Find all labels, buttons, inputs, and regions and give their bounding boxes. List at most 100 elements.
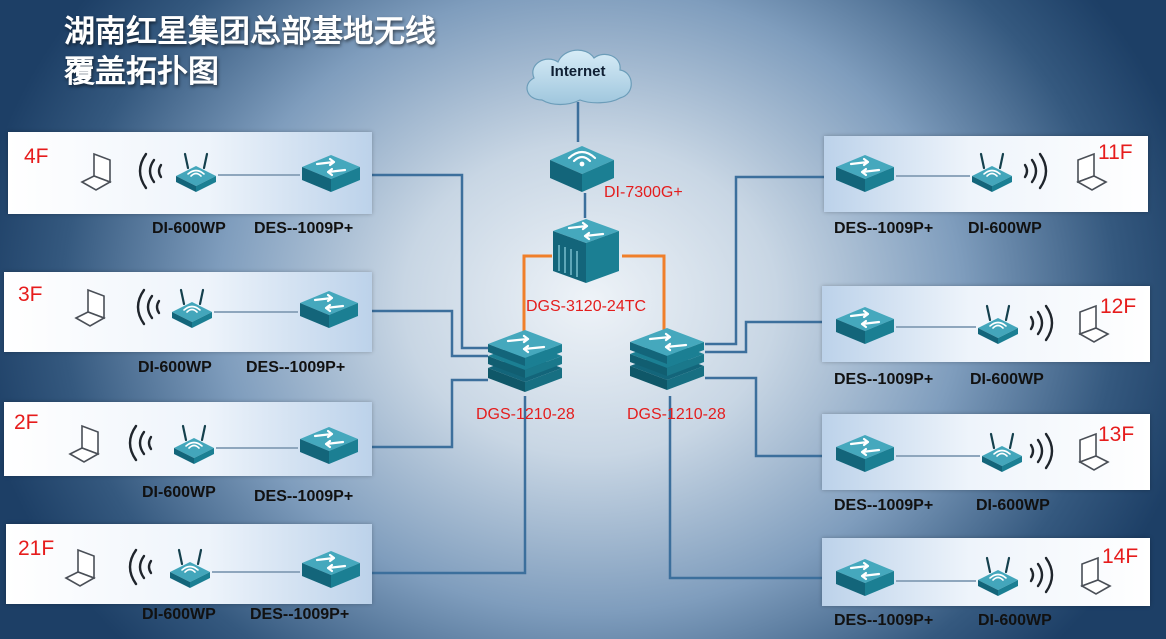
access-point-14f [976, 554, 1020, 598]
ap-switch-link-21f [212, 571, 300, 573]
laptop-icon [64, 548, 96, 587]
switch-11f [834, 152, 896, 194]
stacked-switch-icon [488, 330, 562, 392]
switch-4f [300, 152, 362, 194]
switch-icon [836, 559, 894, 596]
wireless-waves-11f [1014, 150, 1054, 192]
wireless-waves-icon [128, 548, 153, 586]
page-title: 湖南红星集团总部基地无线 覆盖拓扑图 [64, 12, 524, 92]
link-12f-agg-right [705, 320, 834, 354]
switch-icon [836, 435, 894, 472]
ap-switch-link-12f [896, 326, 976, 328]
switch-13f [834, 432, 896, 474]
ap-label-12f: DI-600WP [970, 371, 1044, 388]
ap-switch-link-13f [896, 455, 980, 457]
switch-label-2f: DES--1009P+ [254, 488, 354, 505]
ap-switch-link-11f [896, 175, 970, 177]
router-label: DI-7300G+ [604, 184, 683, 201]
laptop-icon [1078, 432, 1110, 471]
floor-label-13f: 13F [1098, 423, 1135, 446]
ap-label-13f: DI-600WP [976, 497, 1050, 514]
aggregation-switch-left-label: DGS-1210-28 [476, 406, 575, 423]
laptop-icon [1078, 304, 1110, 343]
ap-label-3f: DI-600WP [138, 359, 212, 376]
floor-label-2f: 2F [14, 411, 39, 434]
ap-switch-link-4f [218, 174, 300, 176]
ap-switch-link-2f [216, 447, 298, 449]
switch-label-14f: DES--1009P+ [834, 612, 934, 629]
access-point-icon [176, 152, 216, 192]
access-point-icon [170, 548, 210, 588]
access-point-11f [970, 150, 1014, 194]
wireless-waves-21f [122, 546, 162, 588]
ap-switch-link-14f [896, 580, 976, 582]
switch-icon [302, 155, 360, 192]
laptop-icon [68, 424, 100, 463]
aggregation-switch-left [486, 328, 564, 394]
laptop-11f [1064, 152, 1108, 192]
wireless-waves-13f [1020, 430, 1060, 472]
switch-label-3f: DES--1009P+ [246, 359, 346, 376]
access-point-icon [174, 424, 214, 464]
laptop-21f [64, 548, 108, 588]
link-core-agg-left [522, 254, 552, 338]
switch-icon [302, 551, 360, 588]
title-line-2: 覆盖拓扑图 [64, 54, 219, 90]
switch-14f [834, 556, 896, 598]
wireless-waves-icon [1029, 432, 1054, 470]
access-point-4f [174, 150, 218, 194]
access-point-icon [978, 304, 1018, 344]
switch-icon [300, 291, 358, 328]
switch-3f [298, 288, 360, 330]
wireless-waves-12f [1020, 302, 1060, 344]
core-switch-label: DGS-3120-24TC [526, 298, 647, 315]
access-point-icon [172, 288, 212, 328]
laptop-13f [1066, 432, 1110, 472]
link-11f-agg-right [705, 175, 836, 346]
access-point-icon [978, 556, 1018, 596]
floor-label-3f: 3F [18, 283, 43, 306]
core-switch-icon [553, 219, 619, 283]
ap-label-2f: DI-600WP [142, 484, 216, 501]
laptop-icon [1076, 152, 1108, 191]
title-line-1: 湖南红星集团总部基地无线 [64, 14, 436, 50]
laptop-3f [74, 288, 118, 328]
access-point-21f [168, 546, 212, 590]
switch-label-21f: DES--1009P+ [250, 606, 350, 623]
access-point-2f [172, 422, 216, 466]
ap-label-21f: DI-600WP [142, 606, 216, 623]
laptop-4f [80, 152, 124, 192]
laptop-icon [80, 152, 112, 191]
core-switch [549, 215, 623, 285]
switch-icon [300, 427, 358, 464]
wireless-waves-icon [138, 152, 163, 190]
switch-icon [836, 307, 894, 344]
stacked-switch-icon [630, 328, 704, 390]
access-point-13f [980, 430, 1024, 474]
floor-label-14f: 14F [1102, 545, 1139, 568]
laptop-14f [1068, 556, 1112, 596]
ap-label-14f: DI-600WP [978, 612, 1052, 629]
access-point-3f [170, 286, 214, 330]
wireless-waves-icon [128, 424, 153, 462]
link-core-agg-right [622, 254, 666, 336]
wireless-waves-icon [1029, 556, 1054, 594]
wireless-waves-2f [122, 422, 162, 464]
aggregation-switch-right-label: DGS-1210-28 [627, 406, 726, 423]
wireless-waves-icon [1023, 152, 1048, 190]
link-2f-agg-left [360, 378, 488, 449]
floor-label-4f: 4F [24, 145, 49, 168]
access-point-icon [982, 432, 1022, 472]
laptop-icon [74, 288, 106, 327]
link-13f-agg-right [705, 376, 836, 458]
floor-label-12f: 12F [1100, 295, 1137, 318]
router-icon [550, 146, 614, 192]
floor-label-21f: 21F [18, 537, 55, 560]
router [548, 140, 616, 194]
link-14f-agg-right [668, 396, 836, 580]
wireless-waves-14f [1020, 554, 1060, 596]
switch-label-4f: DES--1009P+ [254, 220, 354, 237]
laptop-icon [1080, 556, 1112, 595]
wireless-waves-icon [136, 288, 161, 326]
